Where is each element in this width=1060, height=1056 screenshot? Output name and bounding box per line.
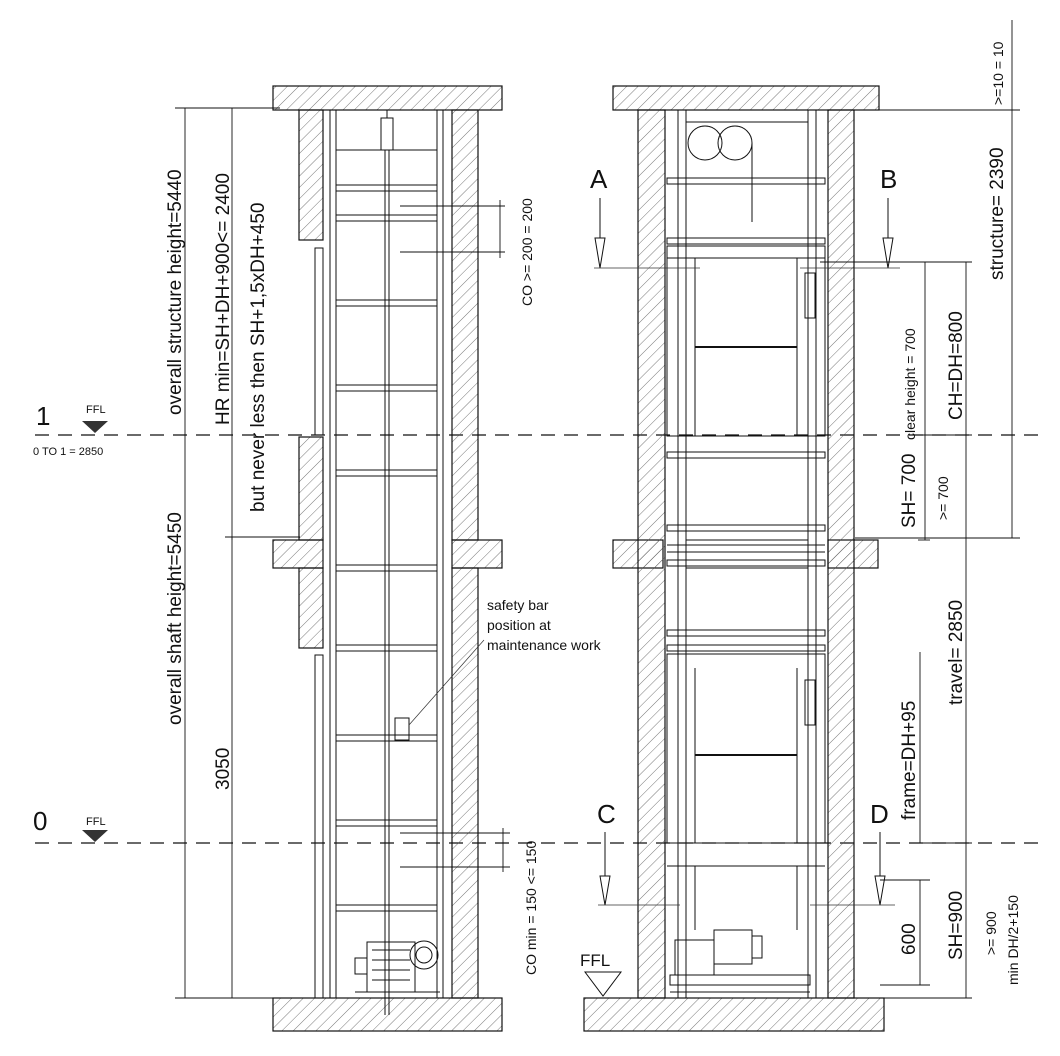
frame-label: frame=DH+95 xyxy=(899,701,920,820)
overall-shaft-height-label: overall shaft height=5450 xyxy=(165,512,186,725)
crossbar xyxy=(666,629,826,637)
ffl-pit-label: FFL xyxy=(580,951,610,970)
left-section-view xyxy=(272,85,503,1032)
section-b-label: B xyxy=(880,164,897,194)
crossbar xyxy=(335,819,438,827)
winch-motor-icon xyxy=(354,940,440,993)
crossbar xyxy=(335,904,438,912)
travel-label: travel= 2850 xyxy=(946,600,967,705)
clear-height-label: clear height = 700 xyxy=(902,328,918,440)
section-a-label: A xyxy=(590,164,608,194)
level-1-marker: 1 FFL 0 TO 1 = 2850 xyxy=(33,401,108,458)
level-1-number: 1 xyxy=(36,401,50,431)
floor-spacing-label: 0 TO 1 = 2850 xyxy=(33,446,103,458)
ffl-triangle-icon xyxy=(82,830,108,842)
section-c-arrow-icon xyxy=(599,875,611,906)
gap-top-label: >=10 = 10 xyxy=(990,41,1006,105)
safety-bar-line-2: position at xyxy=(487,617,551,633)
crossbar xyxy=(666,451,826,459)
motor-icon xyxy=(669,929,811,993)
level-0-number: 0 xyxy=(33,806,47,836)
right-section-view xyxy=(583,85,885,1032)
section-d-label: D xyxy=(870,799,889,829)
dim-3050-label: 3050 xyxy=(213,748,234,790)
right-dimensions xyxy=(820,20,1020,999)
min-dh-label: min DH/2+150 xyxy=(1005,895,1021,985)
section-d-arrow-icon xyxy=(874,875,886,906)
hr-min-label: HR min=SH+DH+900<= 2400 xyxy=(213,173,234,425)
crossbar xyxy=(335,384,438,392)
ge-900-label: >= 900 xyxy=(983,911,999,955)
safety-bar-line-1: safety bar xyxy=(487,597,549,613)
crossbar xyxy=(335,299,438,307)
ffl-label-level-0: FFL xyxy=(86,816,106,828)
crossbar xyxy=(666,524,826,532)
crossbar xyxy=(666,559,826,567)
ffl-label-level-1: FFL xyxy=(86,404,106,416)
level-lines xyxy=(35,434,1040,844)
left-dimensions xyxy=(175,107,510,999)
crossbar xyxy=(335,644,438,652)
crossbar xyxy=(335,469,438,477)
crossbar xyxy=(666,644,826,652)
crossbar xyxy=(666,237,826,245)
co-top-label: CO >= 200 = 200 xyxy=(519,198,535,306)
crossbar xyxy=(335,214,438,222)
overall-structure-height-label: overall structure height=5440 xyxy=(165,169,186,415)
sh-900-label: SH=900 xyxy=(946,891,967,960)
crossbar xyxy=(666,177,826,185)
ch-dh-label: CH=DH=800 xyxy=(946,311,967,420)
dim-600-label: 600 xyxy=(899,923,920,955)
crossbar xyxy=(335,734,438,742)
section-c-label: C xyxy=(597,799,616,829)
sh-700-label: SH= 700 xyxy=(899,454,920,528)
section-markers: A B C D xyxy=(590,164,900,906)
co-bottom-label: CO min = 150 <= 150 xyxy=(523,841,539,975)
section-b-arrow-icon xyxy=(882,237,894,269)
ge-700-label: >= 700 xyxy=(935,476,951,520)
structure-label: structure= 2390 xyxy=(987,147,1008,280)
crossbar xyxy=(335,184,438,192)
safety-bar-annotation: safety bar position at maintenance work xyxy=(487,597,602,653)
ffl-pit-marker: FFL xyxy=(580,951,622,997)
crossbar xyxy=(335,564,438,572)
never-less-label: but never less then SH+1,5xDH+450 xyxy=(248,203,269,512)
section-a-arrow-icon xyxy=(594,237,606,269)
ffl-triangle-icon xyxy=(82,421,108,433)
safety-bar-line-3: maintenance work xyxy=(487,637,602,653)
ffl-pit-triangle-icon xyxy=(584,971,622,997)
level-0-marker: 0 FFL xyxy=(33,806,108,842)
